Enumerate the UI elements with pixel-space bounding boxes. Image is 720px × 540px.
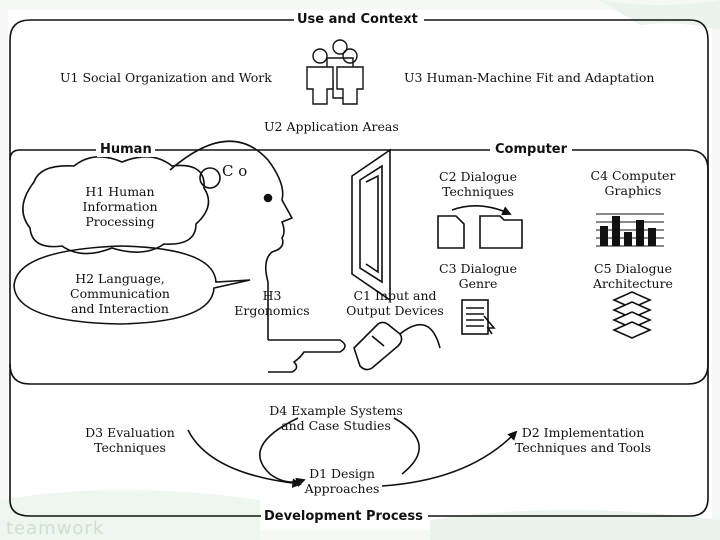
arrow-d4-loop: [393, 417, 420, 475]
people-icon: [306, 39, 364, 105]
inner-frame: [9, 149, 709, 385]
head-profile-icon: [169, 140, 294, 340]
label-c5-line1: C5 Dialogue: [594, 261, 672, 276]
label-c2-line2: Techniques: [442, 184, 514, 199]
label-h1: H1 Human Information Processing: [60, 184, 180, 229]
menu-screen-icon: [461, 299, 496, 335]
label-c4-line2: Graphics: [604, 183, 662, 198]
label-h1-line2: Information: [82, 199, 158, 214]
label-d4-line1: D4 Example Systems: [269, 403, 403, 418]
label-c5-line2: Architecture: [593, 276, 673, 291]
label-c4: C4 Computer Graphics: [580, 168, 686, 198]
arrow-d1-to-d2: [381, 430, 518, 487]
pointing-hand-icon: [268, 339, 346, 373]
section-use-context: Use and Context: [294, 12, 421, 27]
label-c2-line1: C2 Dialogue: [439, 169, 517, 184]
arrow-d3-to-d1: [187, 429, 302, 488]
label-d2: D2 Implementation Techniques and Tools: [508, 425, 658, 455]
label-c1-line1: C1 Input and: [353, 288, 437, 303]
label-c3: C3 Dialogue Genre: [426, 261, 530, 291]
label-h1-line3: Processing: [85, 214, 155, 229]
label-c5: C5 Dialogue Architecture: [580, 261, 686, 291]
label-d1: D1 Design Approaches: [290, 466, 394, 496]
label-h1-line1: H1 Human: [85, 184, 155, 199]
architecture-stack-icon: [612, 291, 652, 339]
graphics-chart-icon: [596, 213, 664, 247]
label-c3-line2: Genre: [458, 276, 498, 291]
section-human: Human: [97, 142, 155, 157]
label-h3-line2: Ergonomics: [234, 303, 310, 318]
section-development: Development Process: [261, 509, 426, 524]
label-c2: C2 Dialogue Techniques: [426, 169, 530, 199]
label-d4-line2: and Case Studies: [281, 418, 391, 433]
label-d3-line2: Techniques: [94, 440, 166, 455]
label-h2-line1: H2 Language,: [75, 271, 165, 286]
label-u3: U3 Human-Machine Fit and Adaptation: [404, 70, 655, 85]
label-d3-line1: D3 Evaluation: [85, 425, 175, 440]
label-d3: D3 Evaluation Techniques: [70, 425, 190, 455]
label-u2: U2 Application Areas: [264, 119, 399, 134]
speech-bubble: [13, 245, 251, 325]
label-c1-line2: Output Devices: [346, 303, 444, 318]
label-d1-line2: Approaches: [304, 481, 380, 496]
label-d2-line2: Techniques and Tools: [514, 440, 651, 455]
label-c1: C1 Input and Output Devices: [340, 288, 450, 318]
label-h3: H3 Ergonomics: [232, 288, 312, 318]
label-h2-line2: Communication: [70, 286, 170, 301]
label-h2-line3: and Interaction: [71, 301, 169, 316]
eye-icon: [263, 193, 273, 203]
section-computer: Computer: [492, 142, 571, 157]
label-h2: H2 Language, Communication and Interacti…: [56, 271, 184, 316]
monitor-icon: [351, 148, 391, 302]
document-icons: [437, 205, 523, 249]
label-c3-line1: C3 Dialogue: [439, 261, 517, 276]
thought-cloud: [22, 156, 210, 255]
watermark-logo: teamwork: [6, 518, 105, 539]
label-d2-line1: D2 Implementation: [521, 425, 645, 440]
label-d4: D4 Example Systems and Case Studies: [256, 403, 416, 433]
label-u1: U1 Social Organization and Work: [60, 70, 272, 85]
thought-bubble-small: [199, 167, 221, 189]
mouse-icon: [353, 321, 441, 371]
label-d1-line1: D1 Design: [309, 466, 375, 481]
thought-glyph: C o: [222, 162, 248, 180]
label-h3-line1: H3: [262, 288, 282, 303]
label-c4-line1: C4 Computer: [590, 168, 676, 183]
